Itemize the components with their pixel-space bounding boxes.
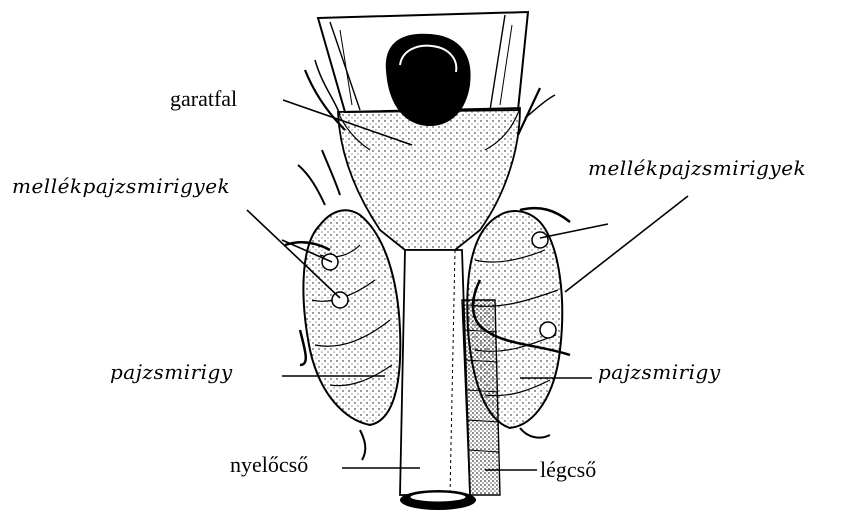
parathyroid-right-lower (540, 322, 556, 338)
label-mellekpajzsmirigyek-left: mellékpajzsmirigyek (12, 176, 230, 196)
label-nyelocso: nyelőcső (230, 454, 308, 476)
parathyroid-left-lower (332, 292, 348, 308)
label-legcso: légcső (540, 459, 596, 481)
parathyroid-left-upper (322, 254, 338, 270)
parathyroid-right-upper (532, 232, 548, 248)
leader-mellek-right-a (565, 196, 688, 292)
label-mellekpajzsmirigyek-right: mellékpajzsmirigyek (588, 158, 806, 178)
leader-mellek-right-b (540, 224, 608, 238)
label-pajzsmirigy-right: pajzsmirigy (598, 362, 721, 382)
label-pajzsmirigy-left: pajzsmirigy (110, 362, 233, 382)
label-garatfal: garatfal (170, 88, 237, 110)
thyroid-left-drawing (285, 210, 400, 460)
